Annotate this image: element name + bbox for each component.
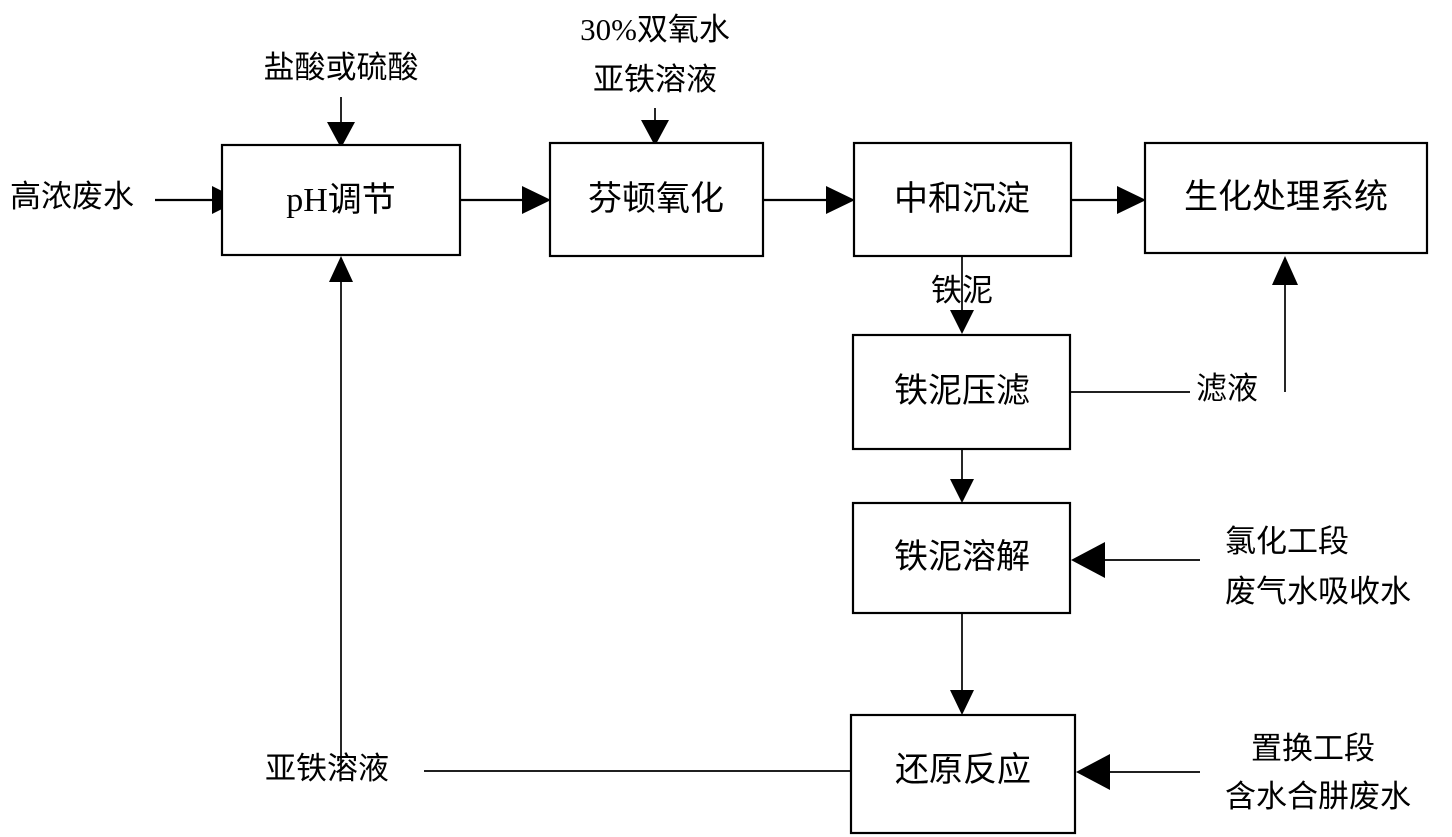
label-displacement-line1: 置换工段 [1251,731,1375,766]
label-iron-sludge: 铁泥 [931,273,993,308]
connector-reduce-to-ph [329,256,851,772]
label-filtrate: 滤液 [1196,371,1258,406]
arrow-head-icon [826,186,855,214]
node-reduction-reaction[interactable]: 还原反应 [849,713,1077,835]
arrow-head-icon [1272,256,1298,285]
label-displacement-line2: 含水合肼废水 [1225,779,1411,814]
connector-displacement-to-reduce [1076,754,1200,790]
node-fenton-oxidation[interactable]: 芬顿氧化 [548,141,765,258]
node-label-press: 铁泥压滤 [894,372,1030,410]
arrow-head-icon [1117,186,1146,214]
arrow-head-icon [950,310,974,334]
label-acid: 盐酸或硫酸 [264,50,419,85]
arrow-head-icon [950,690,974,715]
node-label-ph: pH调节 [286,182,396,219]
node-label-bio: 生化处理系统 [1184,178,1388,216]
connector-acid-to-ph [327,97,355,148]
arrow-head-icon [1076,754,1110,790]
node-iron-sludge-dissolution[interactable]: 铁泥溶解 [851,501,1072,615]
connector-peroxide-to-fenton [641,108,669,146]
arrow-head-icon [522,186,551,214]
connector-press-to-bio [1070,256,1298,393]
arrow-head-icon [950,479,974,503]
arrow-head-icon [327,122,355,148]
node-neutralization-precipitation[interactable]: 中和沉淀 [852,141,1073,258]
connector-press-to-dissolve [950,449,974,503]
connector-neutral-to-bio [1071,186,1146,214]
node-label-dissolve: 铁泥溶解 [894,538,1030,576]
node-iron-sludge-filter-press[interactable]: 铁泥压滤 [851,333,1072,451]
connector-dissolve-to-reduce [950,613,974,715]
node-biochemical-treatment-system[interactable]: 生化处理系统 [1143,141,1429,255]
label-chlorination-line1: 氯化工段 [1225,524,1349,559]
node-label-neutral: 中和沉淀 [894,180,1030,218]
label-chlorination-line2: 废气水吸收水 [1225,574,1411,609]
connector-fenton-to-neutral [763,186,855,214]
node-ph-adjustment[interactable]: pH调节 [220,143,462,257]
label-peroxide-line2: 亚铁溶液 [593,62,717,97]
arrow-head-icon [641,120,669,146]
label-peroxide-line1: 30%双氧水 [580,12,730,47]
label-ferrous-return: 亚铁溶液 [265,751,389,786]
arrow-head-icon [1071,542,1105,578]
connector-neutral-to-press [950,256,974,334]
label-influent: 高浓废水 [10,179,134,214]
arrow-head-icon [329,256,353,282]
node-label-fenton: 芬顿氧化 [588,180,724,218]
connector-chlorination-to-dissolve [1071,542,1200,578]
connector-ph-to-fenton [460,186,551,214]
node-label-reduce: 还原反应 [895,751,1031,789]
